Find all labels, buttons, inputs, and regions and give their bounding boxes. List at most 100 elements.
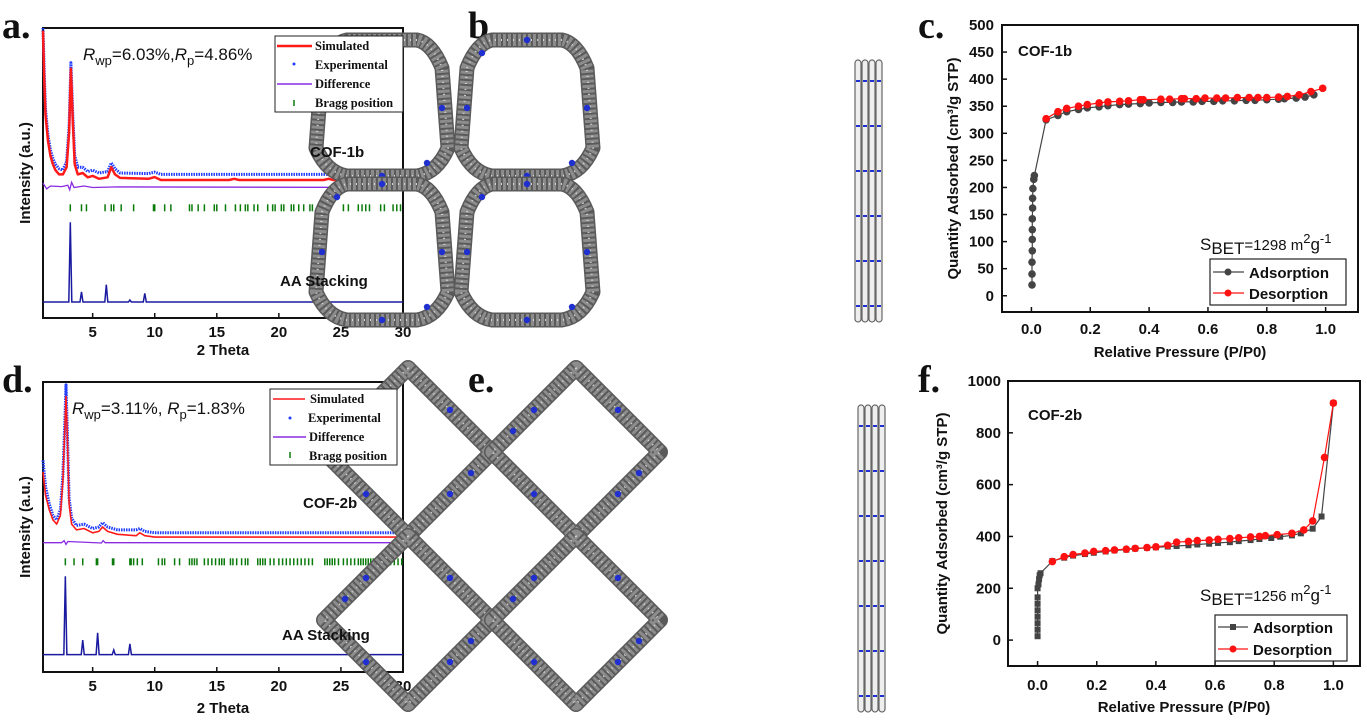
x-tick-label: 5 (88, 324, 96, 341)
data-point (1136, 95, 1145, 104)
y-tick-label: 350 (969, 98, 994, 115)
data-point (1177, 94, 1186, 103)
data-point (1145, 99, 1153, 107)
nitrogen-atom (378, 316, 386, 324)
data-point (1262, 93, 1271, 102)
y-axis-label: Quantity Adsorbed (cm³/g STP) (934, 413, 951, 635)
y-tick-label: 0 (993, 632, 1001, 649)
nitrogen-atom (870, 80, 874, 82)
data-point (1308, 517, 1317, 525)
legend-d: Simulated Experimental Difference Bragg … (269, 388, 398, 466)
nitrogen-atom (866, 695, 870, 697)
data-point (1226, 534, 1234, 543)
data-point (1184, 537, 1193, 546)
data-point (1110, 546, 1119, 554)
data-point (1034, 600, 1041, 607)
data-point (1028, 281, 1036, 289)
nitrogen-atom (446, 406, 454, 414)
nitrogen-atom (614, 406, 622, 414)
y-axis-label: Intensity (a.u.) (17, 476, 34, 578)
data-point (1028, 270, 1036, 278)
aa-stacking-label-a: AA Stacking (280, 273, 368, 290)
data-point (1283, 92, 1292, 101)
nitrogen-atom (866, 605, 870, 607)
nitrogen-atom (873, 560, 877, 562)
legend-desorption: Desorption (1253, 642, 1332, 659)
data-point (1152, 543, 1160, 551)
nitrogen-atom (877, 80, 881, 82)
nitrogen-atom (863, 305, 867, 307)
nitrogen-atom (530, 406, 538, 414)
nitrogen-atom (362, 574, 370, 582)
nitrogen-atom (362, 490, 370, 498)
data-point (1309, 525, 1316, 532)
data-point (1318, 513, 1325, 520)
data-point (1131, 544, 1139, 553)
y-axis-label: Intensity (a.u.) (17, 122, 34, 224)
x-tick-label: 0.6 (1198, 321, 1219, 338)
nitrogen-atom (856, 125, 860, 127)
series-experimental (41, 383, 403, 535)
nitrogen-atom (333, 193, 341, 201)
series-desorption-line (1052, 402, 1334, 563)
nitrogen-atom (446, 658, 454, 666)
data-point (1081, 549, 1089, 557)
nitrogen-atom (509, 427, 517, 435)
nitrogen-atom (863, 215, 867, 217)
y-tick-label: 200 (976, 580, 1001, 597)
series-aa-stacking (43, 576, 403, 656)
nitrogen-atom (438, 248, 446, 256)
data-point (1101, 546, 1110, 555)
data-point (1028, 225, 1037, 234)
data-point (1318, 84, 1327, 93)
data-point (1034, 607, 1041, 614)
data-point (1028, 235, 1037, 244)
nitrogen-atom (856, 215, 860, 217)
y-tick-label: 250 (969, 152, 994, 169)
data-point (1074, 102, 1083, 111)
sample-label-d: COF-2b (303, 495, 357, 512)
nitrogen-atom (423, 159, 431, 167)
data-point (1295, 91, 1303, 99)
framework-hydrogens (459, 183, 595, 321)
x-tick-label: 20 (271, 678, 288, 695)
series-desorption (1048, 399, 1338, 566)
stacked-layer (857, 404, 865, 713)
x-tick-label: 0.4 (1145, 677, 1167, 694)
data-point (1122, 545, 1131, 553)
nitrogen-atom (877, 125, 881, 127)
y-tick-label: 400 (976, 528, 1001, 545)
framework-hydrogens (459, 39, 595, 177)
data-point (1157, 95, 1165, 103)
data-point (1268, 535, 1275, 542)
nitrogen-atom (614, 490, 622, 498)
data-point (1030, 171, 1039, 180)
nitrogen-atom (423, 303, 431, 311)
nitrogen-atom (873, 695, 877, 697)
data-point (1095, 99, 1103, 107)
x-tick-label: 15 (208, 324, 225, 341)
series-difference (42, 180, 404, 192)
x-axis-label: Relative Pressure (P/P0) (1094, 344, 1267, 361)
data-point (1028, 258, 1036, 266)
legend-desorption: Desorption (1249, 286, 1328, 303)
y-tick-label: 500 (969, 17, 994, 34)
stacked-layer (854, 59, 862, 323)
x-tick-label: 0.0 (1021, 321, 1042, 338)
nitrogen-atom (463, 248, 471, 256)
legend-bragg: Bragg position (315, 96, 393, 110)
framework-hydrogens (314, 183, 450, 321)
data-point (1261, 531, 1270, 540)
data-point (1054, 107, 1062, 116)
sample-label-c: COF-1b (1018, 43, 1072, 60)
data-point (1035, 581, 1042, 588)
data-point (1185, 542, 1192, 549)
y-tick-label: 150 (969, 207, 994, 224)
x-axis-label: Relative Pressure (P/P0) (1098, 699, 1271, 716)
nitrogen-atom (877, 305, 881, 307)
data-point (1034, 585, 1041, 592)
data-point (1104, 98, 1112, 106)
nitrogen-atom (467, 637, 475, 645)
